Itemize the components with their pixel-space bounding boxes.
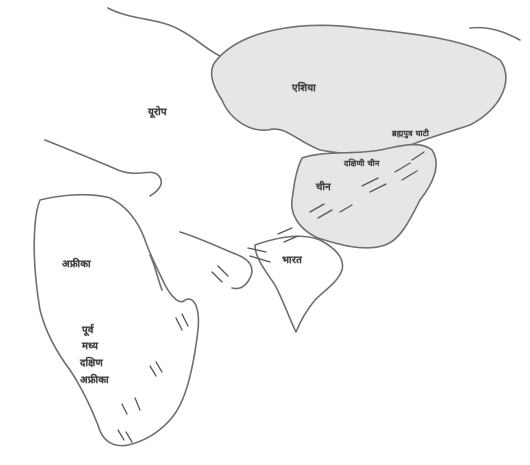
route-dash [283, 235, 299, 243]
route-dash [411, 151, 425, 161]
route-dash [121, 403, 128, 415]
route-dash [317, 209, 333, 219]
route-dash [394, 162, 411, 173]
route-dash [134, 397, 141, 411]
label-africa: अफ्रीका [62, 259, 91, 270]
route-dash [181, 313, 189, 327]
coastline-europe-south [44, 139, 162, 197]
coastline-island [149, 254, 163, 291]
route-dash [117, 429, 125, 441]
coastline-china [291, 143, 437, 249]
coastline-india [254, 235, 344, 333]
label-africa-list-2: मध्य [82, 341, 99, 352]
landmass-north-shading [211, 25, 506, 154]
coastline-africa [33, 193, 200, 447]
route-dash [149, 365, 157, 377]
label-china: चीन [316, 182, 331, 193]
route-dash [369, 183, 387, 193]
label-south-china: दक्षिणी चीन [344, 159, 380, 168]
route-dash [211, 271, 223, 283]
label-europe: यूरोप [148, 107, 167, 118]
route-dash [277, 227, 293, 235]
route-dash [155, 361, 163, 373]
label-brahmaputra-valley: ब्रह्मपुत्र घाटी [392, 129, 430, 138]
label-africa-list-3: दक्षिण [80, 358, 103, 369]
route-dash [249, 255, 271, 263]
route-dash [125, 431, 133, 443]
route-dash [401, 170, 418, 181]
label-africa-list-4: अफ्रीका [80, 375, 109, 386]
label-india: भारत [282, 255, 303, 266]
route-dash [175, 317, 183, 331]
coastline-asia [210, 24, 507, 155]
label-asia: एशिया [292, 83, 316, 94]
route-markers [117, 151, 425, 443]
coastline-east-edge [469, 26, 521, 41]
coastline-arabia [179, 231, 253, 290]
label-africa-list-1: पूर्व [82, 325, 94, 336]
route-dash [309, 203, 325, 213]
route-dash [247, 247, 267, 253]
landmass-east-shading [291, 144, 437, 248]
route-dash [217, 265, 229, 277]
route-dash [361, 177, 379, 187]
route-dash [339, 204, 353, 213]
